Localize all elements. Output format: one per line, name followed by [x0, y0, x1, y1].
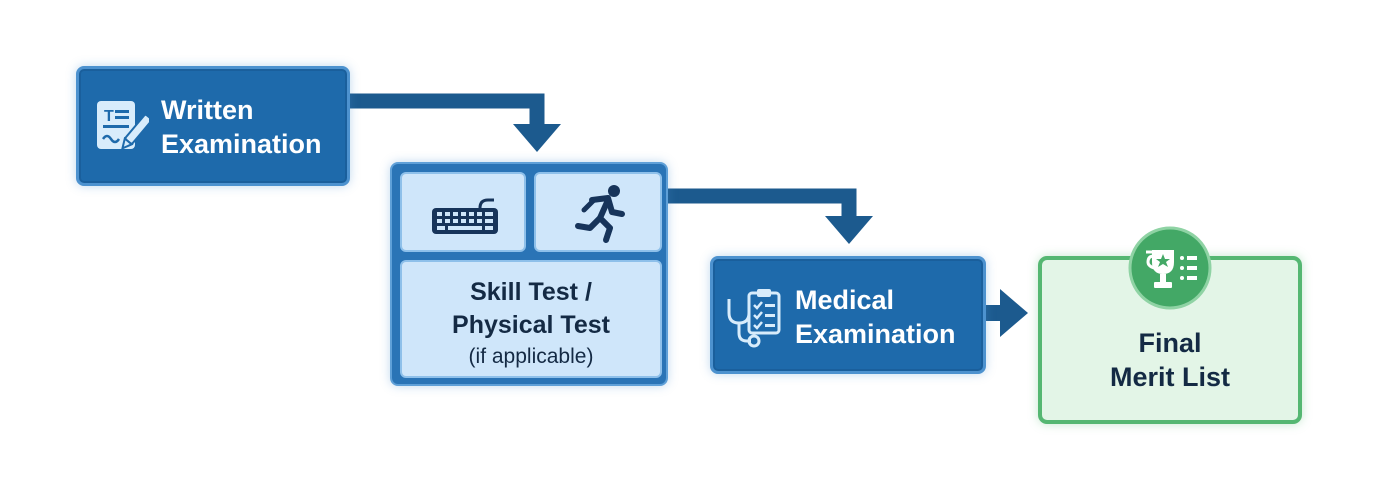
skill-line2: Physical Test — [452, 311, 610, 339]
skill-physical-test-box: Skill Test / Physical Test (if applicabl… — [390, 162, 668, 386]
keyboard-tile — [400, 172, 526, 252]
runner-icon — [575, 185, 625, 243]
skill-test-label: Skill Test / Physical Test — [402, 276, 660, 342]
written-line2: Examination — [161, 129, 322, 159]
arrow-medical-to-final — [986, 289, 1028, 337]
svg-text:T: T — [104, 108, 114, 125]
skill-test-text-tile: Skill Test / Physical Test (if applicabl… — [400, 260, 662, 378]
medical-examination-box: Medical Examination — [710, 256, 986, 374]
trophy-list-icon — [1128, 226, 1212, 310]
runner-tile — [534, 172, 662, 252]
medical-line1: Medical — [795, 285, 895, 315]
medical-line2: Examination — [795, 319, 956, 349]
skill-line1: Skill Test / — [470, 278, 592, 306]
arrow-written-to-skill — [350, 93, 561, 152]
written-examination-box: T Written Examination — [76, 66, 350, 186]
medical-examination-label: Medical Examination — [795, 283, 956, 351]
written-line1: Written — [161, 95, 254, 125]
keyboard-icon — [432, 198, 498, 234]
final-merit-list-label: Final Merit List — [1042, 326, 1298, 394]
stethoscope-clipboard-icon — [723, 285, 785, 349]
arrow-skill-to-medical — [668, 188, 873, 244]
exam-paper-pencil-icon: T — [93, 97, 153, 157]
written-examination-label: Written Examination — [161, 93, 322, 161]
final-line1: Final — [1138, 328, 1202, 358]
final-line2: Merit List — [1109, 362, 1230, 392]
skill-test-note: (if applicable) — [468, 345, 594, 368]
